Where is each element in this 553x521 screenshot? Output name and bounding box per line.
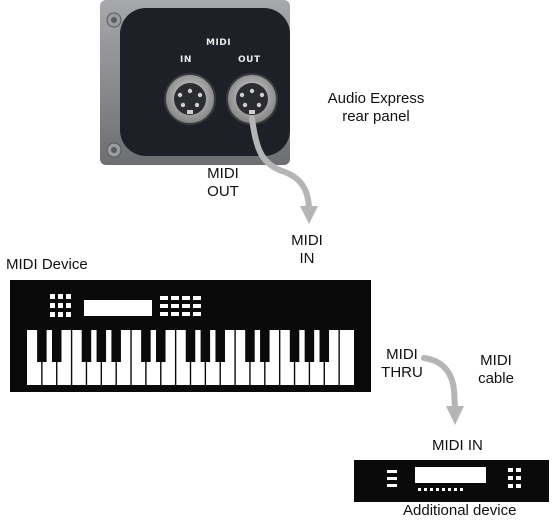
- midi-cable-line2: cable: [478, 370, 514, 387]
- port-in-label: IN: [180, 55, 192, 65]
- black-key: [96, 330, 107, 362]
- rear-panel: [100, 0, 290, 165]
- black-key: [289, 330, 300, 362]
- black-key: [141, 330, 151, 362]
- black-key: [260, 330, 270, 362]
- midi-in-label: MIDI IN: [282, 232, 332, 268]
- midi-thru-label: MIDI THRU: [376, 346, 428, 382]
- black-key: [37, 330, 47, 362]
- midi-out-line1: MIDI: [207, 165, 239, 182]
- keyboard-display: [84, 300, 152, 316]
- black-key: [156, 330, 166, 362]
- additional-device-label: Additional device: [403, 502, 517, 519]
- midi-out-line2: OUT: [207, 183, 239, 200]
- port-out-label: OUT: [238, 55, 261, 65]
- black-key: [81, 330, 92, 362]
- midi-in-line1: MIDI: [291, 232, 323, 249]
- din-connector-icon: [164, 73, 216, 125]
- black-key: [215, 330, 225, 362]
- midi-out-label: MIDI OUT: [198, 165, 248, 201]
- black-key: [51, 330, 62, 362]
- midi-cable-out-to-in: [249, 115, 318, 224]
- black-key: [111, 330, 121, 362]
- midi-cable-label: MIDI cable: [472, 352, 520, 388]
- panel-title: MIDI: [206, 38, 232, 48]
- midi-device-label: MIDI Device: [6, 256, 88, 273]
- black-key: [185, 330, 196, 362]
- panel-caption-line2: rear panel: [342, 108, 410, 125]
- keyboard-icon: [10, 280, 371, 392]
- midi-cable-line1: MIDI: [480, 352, 512, 369]
- midi-thru-line2: THRU: [381, 364, 423, 381]
- midi-cable-thru-to-in: [421, 355, 464, 425]
- midi-in-additional-label: MIDI IN: [432, 437, 483, 454]
- black-key: [304, 330, 315, 362]
- button-grid: [160, 296, 201, 316]
- panel-caption: Audio Express rear panel: [320, 90, 432, 126]
- midi-thru-line1: MIDI: [386, 346, 418, 363]
- panel-caption-line1: Audio Express: [327, 90, 425, 107]
- midi-in-line2: IN: [299, 250, 315, 267]
- arrow-icon: [446, 406, 464, 425]
- screw-icon: [111, 17, 117, 23]
- arrow-icon: [300, 206, 318, 224]
- black-key: [319, 330, 330, 362]
- button-grid: [50, 294, 71, 317]
- rack-device-icon: [354, 460, 549, 502]
- screw-icon: [111, 147, 117, 153]
- black-key: [245, 330, 255, 362]
- black-key: [200, 330, 211, 362]
